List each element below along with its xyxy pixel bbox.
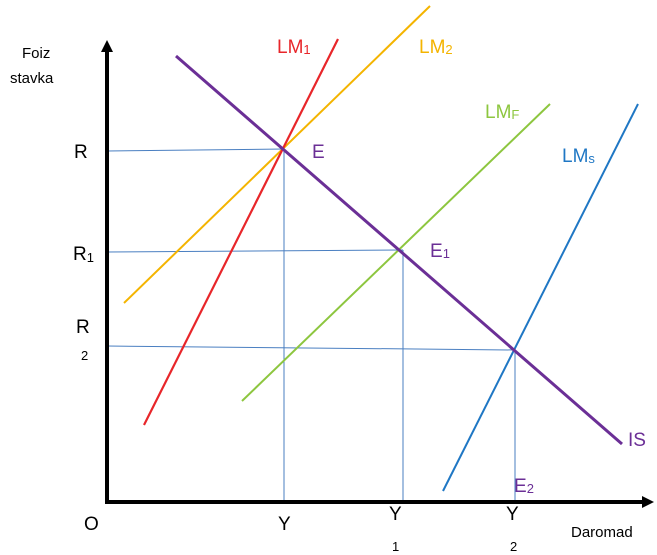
axes xyxy=(101,40,654,508)
curve-lmf xyxy=(241,103,551,402)
origin-label: O xyxy=(84,514,99,535)
tick-r: R xyxy=(74,142,88,163)
label-point-e2: E2 xyxy=(514,476,534,497)
curve-is xyxy=(175,54,623,446)
guide-r1-horizontal xyxy=(106,249,404,253)
label-point-e: E xyxy=(312,142,325,163)
guide-r2-horizontal xyxy=(106,345,516,351)
tick-y2-main: Y xyxy=(506,504,519,525)
tick-y: Y xyxy=(278,514,291,535)
label-lm1: LM1 xyxy=(277,37,311,58)
curve-lms xyxy=(442,103,639,492)
tick-r2-main: R xyxy=(76,317,90,338)
label-is: IS xyxy=(628,430,646,451)
label-lmf: LMF xyxy=(485,102,519,123)
tick-y1-sub: 1 xyxy=(392,539,399,554)
curve-lm1 xyxy=(143,38,339,426)
y-axis-title-line2: stavka xyxy=(10,70,54,87)
label-lm2: LM2 xyxy=(419,37,453,58)
x-axis-title: Daromad xyxy=(571,524,633,541)
tick-r2-sub: 2 xyxy=(81,348,88,363)
label-point-e1: E1 xyxy=(430,241,450,262)
label-lms: LMs xyxy=(562,146,595,167)
guide-lines xyxy=(106,148,516,502)
tick-r1: R1 xyxy=(73,244,94,265)
curve-lm2 xyxy=(123,5,431,304)
guide-r-horizontal xyxy=(106,148,285,152)
tick-y2-sub: 2 xyxy=(510,539,517,554)
y-axis-title-line1: Foiz xyxy=(22,45,50,62)
tick-y1-main: Y xyxy=(389,504,402,525)
